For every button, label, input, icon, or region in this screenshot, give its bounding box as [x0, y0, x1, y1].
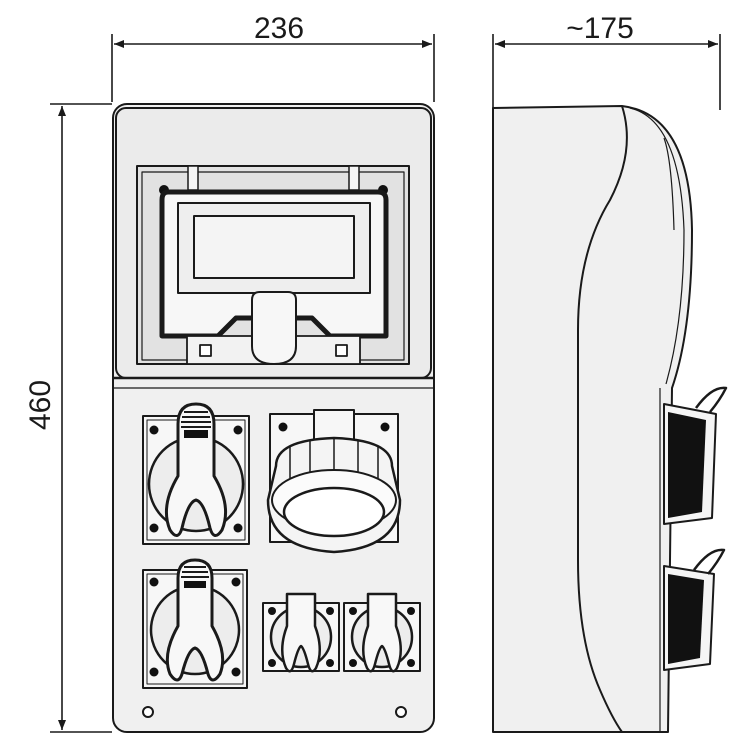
side-body: [492, 105, 693, 733]
height-label: 460: [24, 380, 57, 430]
depth-label: ~175: [566, 12, 634, 45]
side-socket-lower: [663, 548, 726, 671]
flap-latch: [251, 291, 297, 365]
mounting-hole: [395, 706, 407, 718]
cee-socket-round: [266, 409, 402, 554]
cee-socket-bottom-left: [142, 558, 248, 689]
width-label: 236: [254, 12, 304, 45]
front-view: [112, 103, 435, 733]
dimension-width: 236: [111, 12, 435, 102]
schuko-socket-right: [343, 592, 421, 673]
mounting-hole: [142, 706, 154, 718]
schuko-socket-left: [262, 592, 340, 673]
cee-socket-top-left: [142, 402, 250, 545]
dimension-depth: ~175: [492, 12, 721, 110]
dimension-height: 460: [24, 103, 112, 733]
side-view: [492, 105, 728, 733]
breaker-window: [193, 215, 355, 279]
side-socket-upper: [663, 386, 728, 525]
